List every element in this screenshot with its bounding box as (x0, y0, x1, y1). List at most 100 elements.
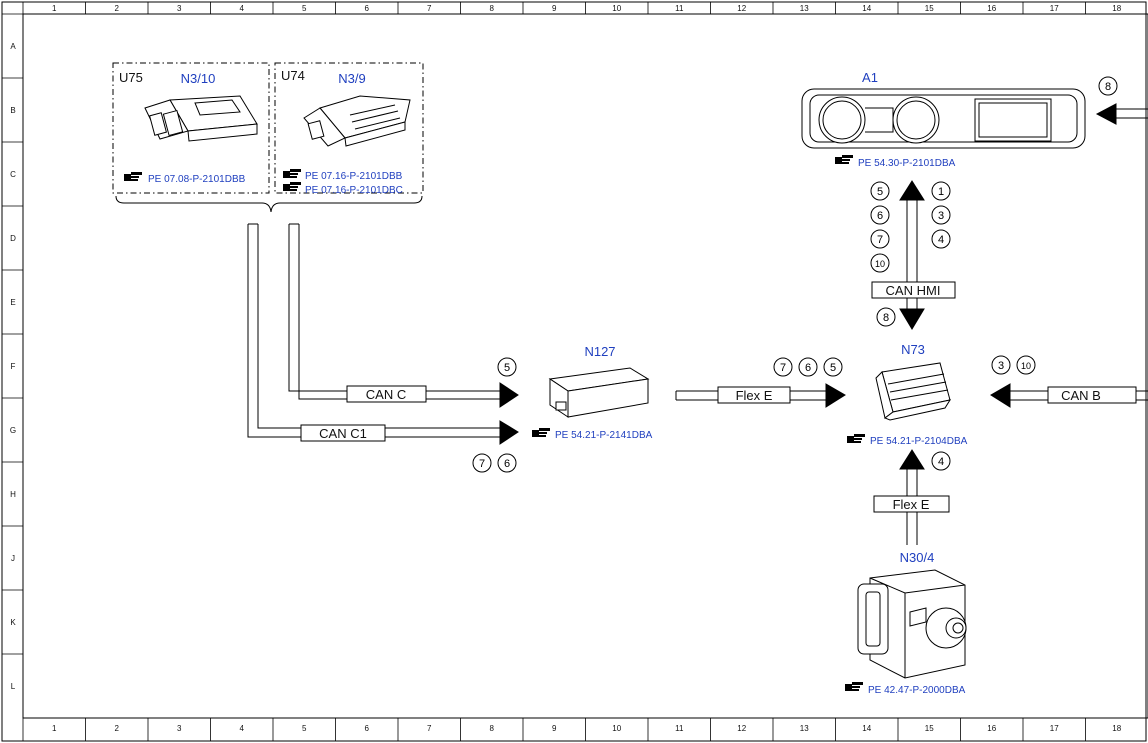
column-number: 17 (1050, 4, 1059, 13)
column-number: 10 (612, 724, 621, 733)
n30-4-ref-link[interactable]: PE 42.47-P-2000DBA (868, 685, 966, 696)
column-number: 10 (612, 4, 621, 13)
column-number: 18 (1112, 724, 1121, 733)
column-number: 13 (800, 4, 809, 13)
can-b-label: CAN B (1061, 388, 1101, 403)
row-letter: J (11, 554, 15, 563)
marker-circle (1098, 76, 1118, 96)
column-number: 14 (862, 724, 871, 733)
column-number: 8 (490, 4, 495, 13)
column-number: 5 (302, 724, 307, 733)
marker-circle (931, 229, 951, 249)
can-c-line (288, 223, 519, 408)
u75-group: U75 N3/10 PE 07.08-P-2101DBB (112, 62, 270, 194)
marker-circle (798, 357, 818, 377)
hand-pointer-icon (835, 155, 853, 164)
group-brace (115, 195, 423, 213)
marker-number: 6 (877, 210, 883, 222)
n127-ref-link[interactable]: PE 54.21-P-2141DBA (555, 430, 653, 441)
marker-circle (931, 181, 951, 201)
u74-group: U74 N3/9 PE 07.16-P-2101DBB PE 07.16-P-2… (274, 62, 424, 196)
flex-e-bottom-markers: 4 (931, 451, 951, 471)
can-hmi-left-markers: 5 6 7 10 (870, 181, 890, 273)
hand-pointer-icon (845, 682, 863, 691)
flex-e-bottom-label-box (873, 495, 950, 513)
n3-9-ref-link-2[interactable]: PE 07.16-P-2101DBC (305, 185, 403, 196)
can-b-label-box (1047, 386, 1137, 404)
n3-10-label[interactable]: N3/10 (181, 71, 216, 86)
u75-code: U75 (119, 70, 143, 85)
column-number: 15 (925, 4, 934, 13)
flex-e-top-line (675, 383, 846, 408)
column-number: 9 (552, 4, 557, 13)
n3-9-label[interactable]: N3/9 (338, 71, 365, 86)
marker-circle (876, 307, 896, 327)
hand-pointer-icon (283, 182, 301, 191)
row-letter: F (11, 362, 16, 371)
marker-circle (870, 181, 890, 201)
can-hmi-label-box (871, 281, 956, 299)
marker-number: 5 (877, 186, 883, 198)
marker-circle (773, 357, 793, 377)
column-number: 4 (240, 724, 245, 733)
column-number: 12 (737, 724, 746, 733)
n73-ref-link[interactable]: PE 54.21-P-2104DBA (870, 436, 968, 447)
marker-number: 10 (1021, 361, 1031, 371)
n73-label[interactable]: N73 (901, 342, 925, 357)
marker-number: 3 (938, 210, 944, 222)
a1-label[interactable]: A1 (862, 70, 878, 85)
hand-pointer-icon (283, 169, 301, 178)
column-number: 16 (987, 4, 996, 13)
n73-group: N73 PE 54.21-P-2104DBA (847, 342, 968, 447)
marker-circle (497, 453, 517, 473)
a1-group: A1 PE 54.30-P-2101DBA (801, 70, 1086, 169)
marker-circle (931, 205, 951, 225)
marker-circle (870, 205, 890, 225)
marker-number: 8 (1105, 81, 1111, 93)
marker-number: 7 (479, 458, 485, 470)
n127-label[interactable]: N127 (584, 344, 615, 359)
can-hmi-down-markers: 8 (876, 307, 896, 327)
marker-number: 7 (780, 362, 786, 374)
n3-10-ecu-drawing (144, 95, 258, 142)
n127-module-drawing (548, 367, 650, 418)
marker-circle (870, 253, 890, 273)
column-number: 11 (675, 4, 684, 13)
marker-number: 4 (938, 456, 944, 468)
u74-code: U74 (281, 68, 305, 83)
n30-4-label[interactable]: N30/4 (900, 550, 935, 565)
n30-4-group: N30/4 PE 42.47-P-2000DBA (845, 550, 967, 696)
a1-input-arrow (1095, 103, 1148, 125)
row-letter: G (10, 426, 16, 435)
hand-pointer-icon (532, 428, 550, 437)
column-number: 9 (552, 724, 557, 733)
marker-number: 6 (805, 362, 811, 374)
column-number: 15 (925, 724, 934, 733)
can-hmi-right-markers: 134 (931, 181, 951, 249)
marker-number: 7 (877, 234, 883, 246)
column-number: 2 (115, 4, 120, 13)
column-number: 5 (302, 4, 307, 13)
marker-number: 6 (504, 458, 510, 470)
marker-circle (991, 355, 1011, 375)
column-number: 3 (177, 4, 182, 13)
a1-cluster-drawing (801, 88, 1086, 149)
marker-number: 5 (504, 362, 510, 374)
flex-e-bottom-label: Flex E (893, 497, 930, 512)
row-letter: H (10, 490, 16, 499)
a1-ref-link[interactable]: PE 54.30-P-2101DBA (858, 158, 956, 169)
n3-9-ref-link-1[interactable]: PE 07.16-P-2101DBB (305, 171, 403, 182)
can-hmi-label: CAN HMI (886, 283, 941, 298)
can-hmi-line (899, 180, 925, 330)
column-number: 7 (427, 724, 432, 733)
hand-pointer-icon (124, 172, 142, 181)
can-c1-label: CAN C1 (319, 426, 367, 441)
column-number: 12 (737, 4, 746, 13)
a1-input-markers: 8 (1098, 76, 1118, 96)
n3-10-ref-link[interactable]: PE 07.08-P-2101DBB (148, 174, 246, 185)
marker-number: 10 (875, 259, 885, 269)
